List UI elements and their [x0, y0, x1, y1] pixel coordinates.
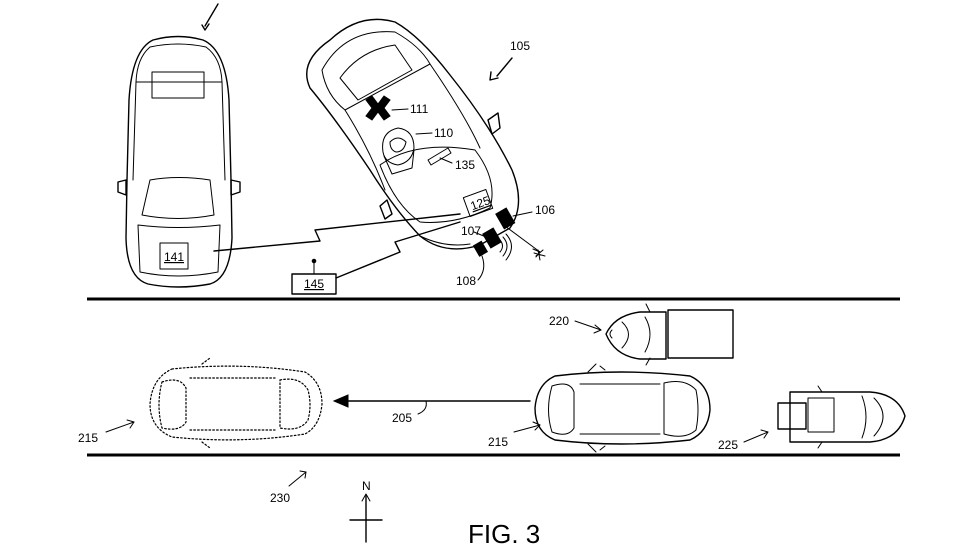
label-215-current: 215 [488, 435, 508, 449]
label-108: 108 [456, 274, 476, 288]
figure-caption: FIG. 3 [468, 519, 540, 549]
label-225: 225 [718, 438, 738, 452]
vehicle-220: 220 [549, 303, 734, 366]
vehicle-215-current: 215 [488, 363, 711, 453]
label-107: 107 [461, 224, 481, 238]
vehicle-105: 111 110 135 125 105 [306, 18, 530, 250]
label-111: 111 [410, 102, 429, 116]
label-110: 110 [434, 126, 453, 140]
label-230: 230 [270, 491, 290, 505]
vehicle-225: 225 [718, 385, 906, 452]
label-106: 106 [535, 203, 555, 217]
pointer-230: 230 [270, 470, 307, 505]
travel-path-205: 205 [332, 394, 531, 425]
north-label: N [362, 479, 371, 493]
vehicle-215-future: 215 [78, 357, 323, 449]
label-145: 145 [304, 277, 324, 291]
wireless-links: 145 [213, 213, 461, 295]
label-205: 205 [392, 411, 412, 425]
label-135: 135 [455, 158, 475, 172]
label-125: 125 [468, 193, 492, 213]
label-141: 141 [164, 250, 184, 264]
sensor-assembly: 106 107 108 [456, 203, 555, 288]
parked-vehicle: 141 [117, 3, 241, 288]
label-220: 220 [549, 314, 569, 328]
north-indicator: N [349, 479, 383, 543]
label-215-future: 215 [78, 431, 98, 445]
label-105: 105 [510, 39, 530, 53]
